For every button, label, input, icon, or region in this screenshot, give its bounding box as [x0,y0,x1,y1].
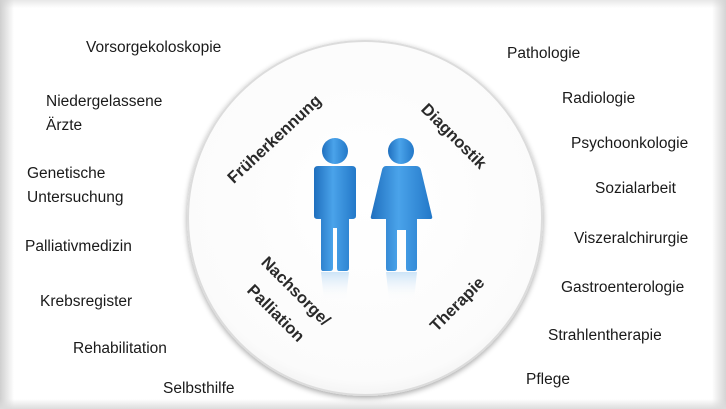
label-genetische: Genetische [27,165,106,182]
label-radiologie: Radiologie [562,90,636,107]
label-gastroenterologie: Gastroenterologie [561,279,685,296]
label-krebsregister: Krebsregister [40,293,133,310]
label-pflege: Pflege [526,371,570,388]
label-untersuchung: Untersuchung [27,189,124,206]
label-rehabilitation: Rehabilitation [73,340,167,357]
care-circle [187,40,543,396]
label-niedergelassene: Niedergelassene [46,93,163,110]
label-psychoonkologie: Psychoonkologie [571,135,689,152]
label-sozialarbeit: Sozialarbeit [595,180,676,197]
label-palliativmedizin: Palliativmedizin [25,238,132,255]
label-pathologie: Pathologie [507,45,581,62]
frame-shadow-right [712,0,726,409]
frame-shadow-bottom [0,399,726,409]
frame-shadow-top [0,0,726,8]
label-selbsthilfe: Selbsthilfe [163,380,235,397]
label-aerzte: Ärzte [46,117,83,134]
label-vorsorgekoloskopie: Vorsorgekoloskopie [86,39,222,56]
label-viszeralchirurgie: Viszeralchirurgie [574,230,689,247]
label-strahlentherapie: Strahlentherapie [548,327,662,344]
female-person-icon [370,138,433,300]
frame-shadow-left [0,0,14,409]
male-person-icon [314,138,356,300]
